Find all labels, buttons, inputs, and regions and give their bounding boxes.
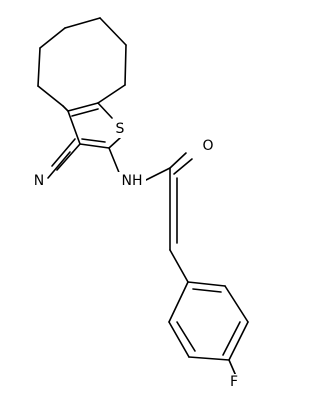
bond	[124, 44, 127, 86]
carbonyl-oxygen-atom: O	[200, 138, 216, 154]
bond	[79, 143, 110, 149]
bond	[56, 143, 81, 171]
bond	[39, 27, 66, 49]
bond	[228, 359, 237, 377]
bond	[222, 321, 241, 356]
bond	[224, 285, 249, 323]
bond	[168, 281, 189, 323]
bond	[169, 249, 189, 283]
sulfur-atom: S	[111, 120, 129, 138]
bond-lines	[37, 17, 249, 377]
bond	[47, 151, 71, 179]
bond	[97, 102, 113, 119]
bond	[108, 137, 121, 149]
bond	[228, 321, 249, 361]
bond	[67, 110, 81, 145]
svg-text:S: S	[116, 121, 125, 137]
bond	[51, 138, 76, 167]
nitrile-nitrogen-atom: N	[31, 173, 47, 189]
svg-text:O: O	[202, 138, 213, 154]
bond	[108, 147, 121, 176]
fluorine-atom: F	[226, 374, 242, 390]
svg-text:NH: NH	[122, 173, 143, 189]
bond	[168, 321, 190, 358]
amide-nh-group: NH	[118, 172, 146, 190]
bond	[97, 84, 126, 104]
atom-labels: S N NH O F	[31, 120, 242, 390]
bond	[192, 288, 222, 293]
bond	[187, 281, 226, 287]
bond	[188, 356, 230, 361]
bond	[64, 17, 101, 29]
bond	[173, 158, 193, 175]
bond	[99, 17, 127, 46]
bond	[62, 105, 69, 112]
molecule-structure: S N NH O F	[31, 17, 249, 390]
svg-text:N: N	[34, 173, 44, 189]
bond	[169, 152, 187, 169]
bond	[71, 108, 99, 117]
bond	[37, 85, 64, 107]
bond	[176, 321, 196, 352]
bond	[37, 47, 41, 87]
svg-text:F: F	[230, 374, 238, 390]
bond	[141, 167, 171, 183]
bond	[81, 138, 106, 143]
bond	[67, 102, 99, 112]
